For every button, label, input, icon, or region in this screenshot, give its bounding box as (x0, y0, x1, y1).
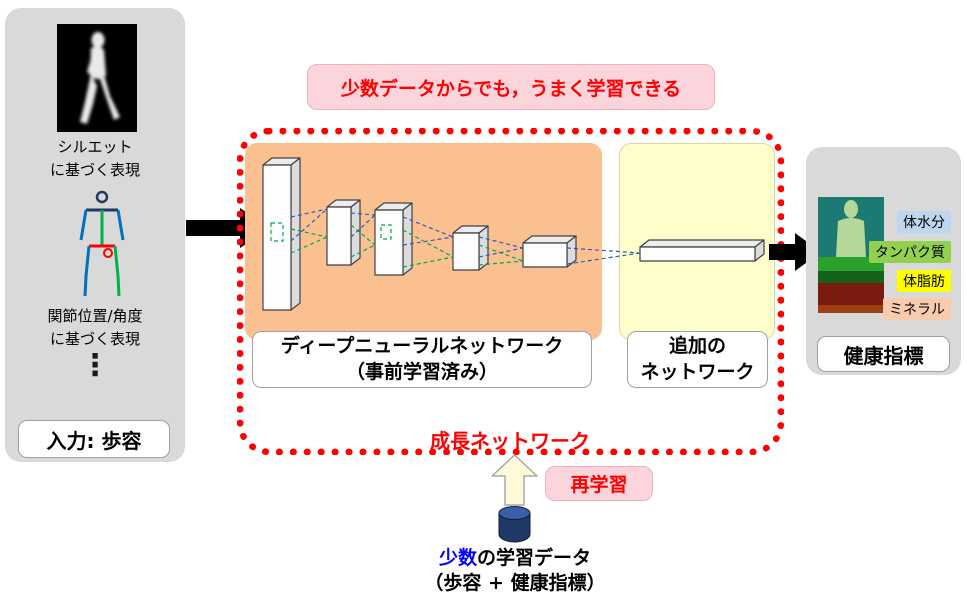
gait-silhouette-image (57, 24, 137, 132)
indicator-body-water: 体水分 (897, 211, 951, 233)
skeleton-caption-line2: に基づく表現 (49, 329, 140, 348)
dnn-label-line1: ディープニューラルネットワーク (280, 334, 564, 357)
silhouette-caption-line1: シルエット (57, 138, 133, 156)
growth-network-frame (237, 128, 784, 455)
output-title-box: 健康指標 (817, 336, 950, 372)
output-panel: 体水分 タンパク質 体脂肪 ミネラル 健康指標 (806, 147, 961, 375)
input-title: 入力: 歩容 (46, 428, 142, 453)
vertical-ellipsis: ⋮ (80, 348, 110, 383)
additional-network-label-box: 追加の ネットワーク (627, 331, 768, 388)
additional-network-label-line2: ネットワーク (640, 360, 755, 383)
growth-network-title: 成長ネットワーク (430, 429, 590, 453)
training-data-highlight: 少数 (438, 547, 477, 569)
retrain-label-box: 再学習 (545, 466, 653, 501)
retrain-label: 再学習 (570, 474, 628, 496)
few-data-banner-text: 少数データからでも，うまく学習できる (340, 77, 682, 100)
training-data-caption-line2: （歩容 + 健康指標） (424, 572, 606, 594)
retrain-up-arrow (491, 454, 538, 506)
cnn-layers-graphic (262, 157, 765, 311)
indicator-body-fat: 体脂肪 (897, 270, 951, 292)
few-data-banner: 少数データからでも，うまく学習できる (307, 64, 715, 110)
silhouette-caption-line2: に基づく表現 (49, 160, 140, 179)
output-title: 健康指標 (843, 343, 924, 368)
skeleton-caption-line1: 関節位置/角度 (47, 307, 143, 325)
training-data-database-icon (498, 506, 531, 543)
training-data-suffix: の学習データ (477, 547, 592, 569)
input-panel: シルエット に基づく表現 関節位置/角度 に基づく表現 ⋮ 入力: 歩容 (5, 8, 185, 462)
input-title-box: 入力: 歩容 (18, 420, 170, 458)
training-data-caption-line1: 少数の学習データ (395, 543, 635, 570)
indicator-protein: タンパク質 (869, 241, 951, 263)
additional-network-label-line1: 追加の (668, 334, 726, 357)
dnn-label-line2: （事前学習済み） (345, 360, 498, 383)
skeleton-pose-image (79, 190, 125, 297)
silhouette-caption: シルエット に基づく表現 (5, 136, 185, 181)
skeleton-caption: 関節位置/角度 に基づく表現 (5, 305, 185, 350)
indicator-mineral: ミネラル (883, 298, 951, 320)
dnn-label-box: ディープニューラルネットワーク （事前学習済み） (252, 331, 592, 388)
